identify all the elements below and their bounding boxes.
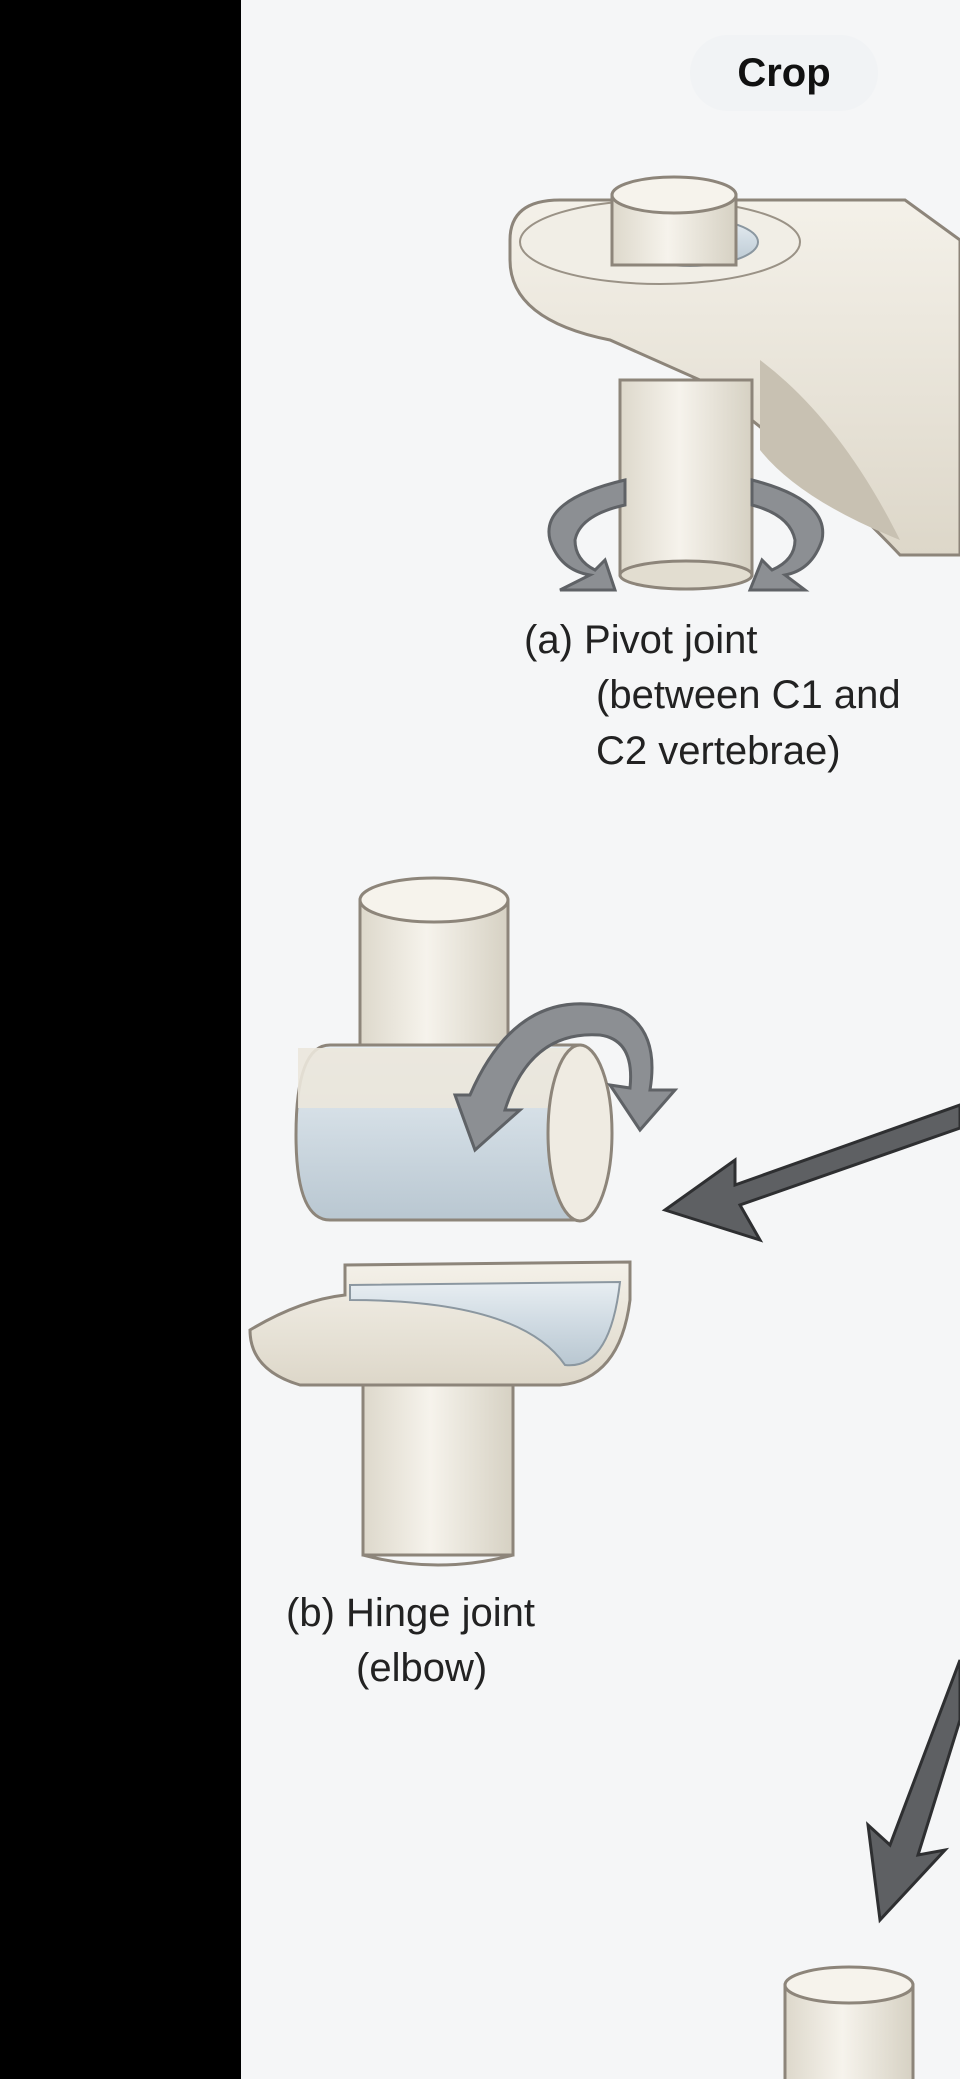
hinge-lower-shaft: [361, 1383, 515, 1557]
rotation-arrow-left: [547, 478, 627, 592]
pivot-joint-drawing: [508, 175, 960, 592]
left-black-margin: [0, 0, 241, 2079]
hinge-joint-drawing: [248, 876, 679, 1567]
hinge-cylinder-upper: [298, 1048, 580, 1108]
pointer-arrow-down: [866, 1659, 960, 1924]
hinge-cylinder-end: [546, 1043, 614, 1223]
hinge-caption-letter: (b): [286, 1591, 335, 1635]
hinge-trough-groove: [349, 1280, 622, 1367]
pointer-arrow-to-hinge: [661, 1103, 960, 1243]
rotation-arrow-right: [747, 478, 825, 592]
hinge-caption-line-1: (b) Hinge joint: [286, 1590, 535, 1636]
pivot-dens-base: [618, 559, 754, 591]
partial-bone-top: [783, 1965, 915, 2005]
hinge-caption-line-2: (elbow): [356, 1646, 488, 1690]
pivot-caption-line-1: (a) Pivot joint: [524, 617, 757, 663]
pivot-dens-cap: [610, 175, 738, 215]
flexion-arrow: [452, 1002, 679, 1153]
pivot-caption-line-3: C2 vertebrae): [596, 729, 841, 773]
pivot-caption-letter: (a): [524, 618, 573, 662]
pivot-dens-shaft: [618, 378, 754, 577]
pivot-caption-line-2: (between C1 and: [596, 673, 901, 717]
crop-button[interactable]: Crop: [690, 35, 878, 111]
pivot-caption-title: Pivot joint: [584, 618, 758, 662]
hinge-lower-shaft-bottom: [362, 1553, 514, 1567]
hinge-upper-shaft-top: [358, 876, 510, 924]
pivot-inner-shadow: [760, 360, 900, 540]
hinge-caption-title: Hinge joint: [346, 1591, 536, 1635]
next-joint-partial: [783, 1965, 915, 2079]
